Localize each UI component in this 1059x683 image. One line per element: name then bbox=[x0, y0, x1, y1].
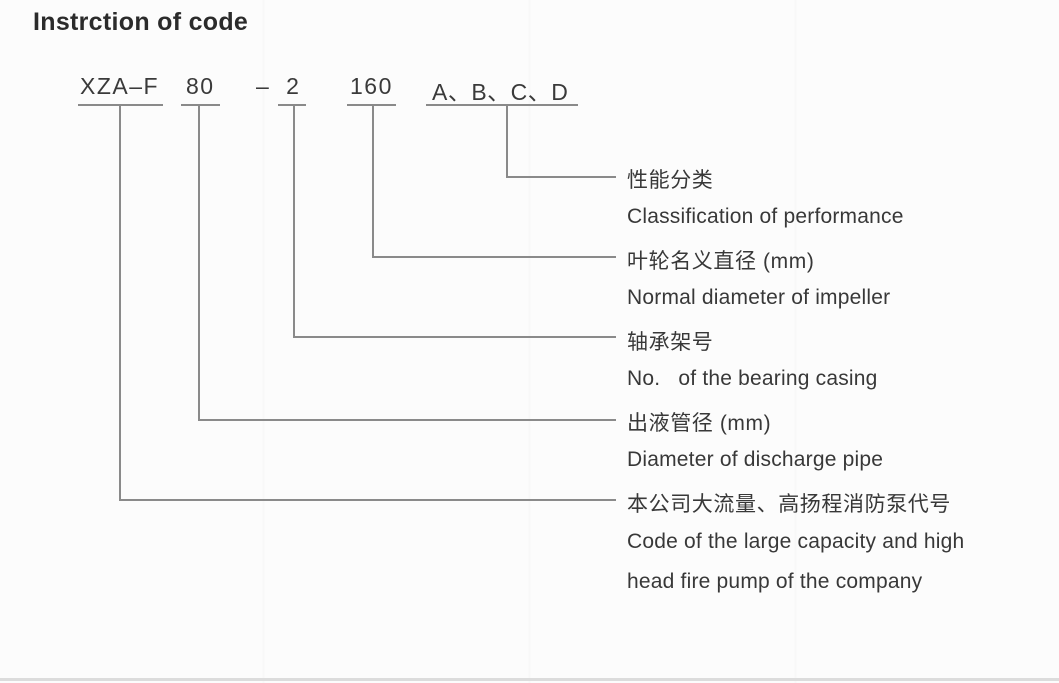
page-title: Instrction of code bbox=[33, 8, 249, 36]
underline-bearing-casing-no bbox=[278, 104, 306, 106]
label-company-code-en-line2: head fire pump of the company bbox=[627, 570, 923, 593]
label-discharge-pipe-diameter-zh: 出液管径 (mm) bbox=[627, 412, 772, 435]
label-bearing-casing-no-en: No. of the bearing casing bbox=[627, 367, 878, 390]
label-company-code-en-line1: Code of the large capacity and high bbox=[627, 530, 965, 553]
connector-vertical-discharge-pipe-diameter bbox=[198, 104, 200, 421]
code-segment-company-code: XZA–F bbox=[80, 73, 160, 99]
code-segment-bearing-casing-no: – 2 bbox=[256, 73, 301, 99]
connector-vertical-impeller-diameter bbox=[372, 104, 374, 258]
code-segment-performance-class: A、B、C、D bbox=[432, 79, 569, 105]
underline-performance-class bbox=[426, 104, 578, 106]
connector-vertical-company-code bbox=[119, 104, 121, 501]
label-impeller-diameter-zh: 叶轮名义直径 (mm) bbox=[627, 250, 815, 273]
underline-discharge-pipe-diameter bbox=[181, 104, 220, 106]
connector-horizontal-impeller-diameter bbox=[372, 256, 616, 258]
code-segment-discharge-pipe-diameter: 80 bbox=[186, 73, 215, 99]
label-performance-class-zh: 性能分类 bbox=[627, 169, 714, 192]
connector-vertical-bearing-casing-no bbox=[293, 104, 295, 338]
connector-vertical-performance-class bbox=[506, 104, 508, 178]
bottom-divider bbox=[0, 678, 1059, 681]
label-performance-class-en: Classification of performance bbox=[627, 205, 904, 228]
connector-horizontal-bearing-casing-no bbox=[293, 336, 616, 338]
label-bearing-casing-no-zh: 轴承架号 bbox=[627, 331, 714, 354]
label-discharge-pipe-diameter-en: Diameter of discharge pipe bbox=[627, 448, 884, 471]
label-company-code-zh: 本公司大流量、高扬程消防泵代号 bbox=[627, 493, 951, 516]
connector-horizontal-discharge-pipe-diameter bbox=[198, 419, 616, 421]
connector-horizontal-company-code bbox=[119, 499, 616, 501]
label-impeller-diameter-en: Normal diameter of impeller bbox=[627, 286, 891, 309]
connector-horizontal-performance-class bbox=[506, 176, 616, 178]
code-segment-impeller-diameter: 160 bbox=[350, 73, 393, 99]
underline-impeller-diameter bbox=[347, 104, 396, 106]
